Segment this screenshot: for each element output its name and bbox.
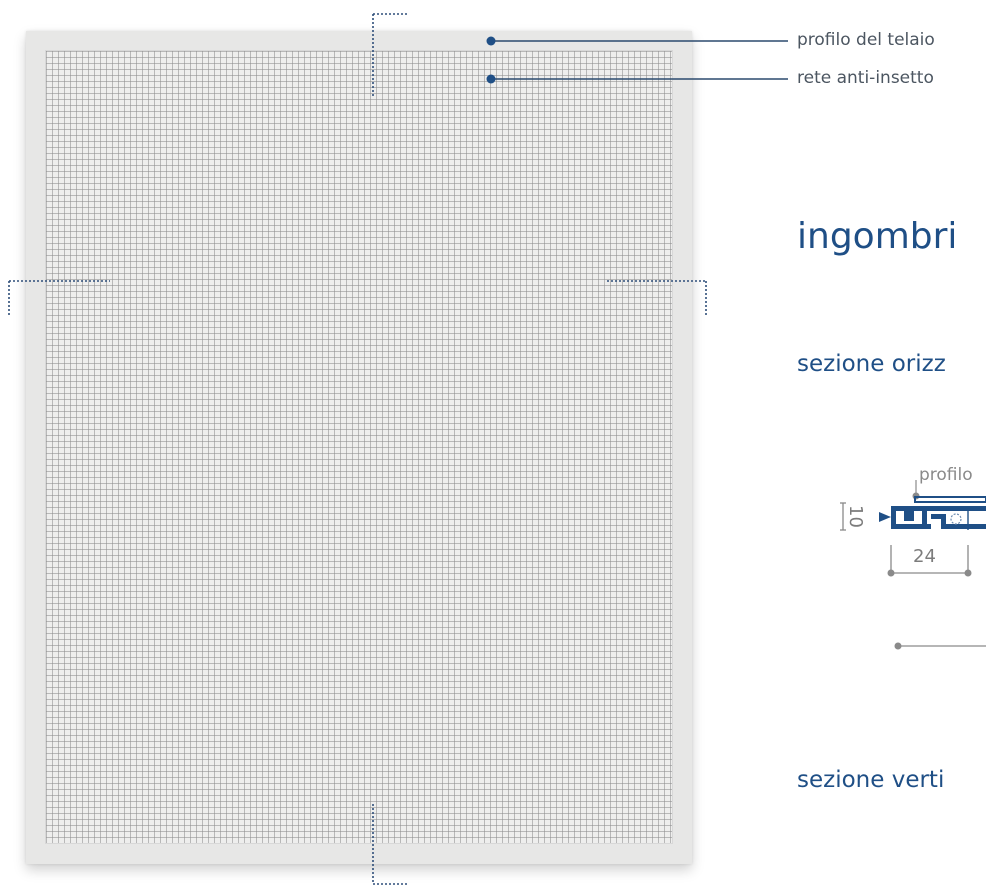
dimensions-heading: ingombri [797,216,958,257]
screen-frame [26,31,692,864]
vertical-section-heading: sezione verti [797,767,945,793]
profile-label: profilo [919,465,973,485]
width-dimension-value: 24 [913,546,936,567]
cut-mark-right [607,280,707,316]
profile-section-drawing [840,480,986,650]
callout-insect-net-leader [486,74,788,84]
insect-mesh [45,50,673,844]
callout-frame-profile-label: profilo del telaio [797,30,935,50]
callout-frame-profile-leader [486,36,788,46]
cut-mark-left [8,280,110,316]
cut-mark-top [372,13,408,96]
callout-insect-net-label: rete anti-insetto [797,68,934,88]
cut-mark-bottom [372,804,408,885]
horizontal-section-heading: sezione orizz [797,351,946,377]
height-dimension-value: 10 [845,505,866,528]
